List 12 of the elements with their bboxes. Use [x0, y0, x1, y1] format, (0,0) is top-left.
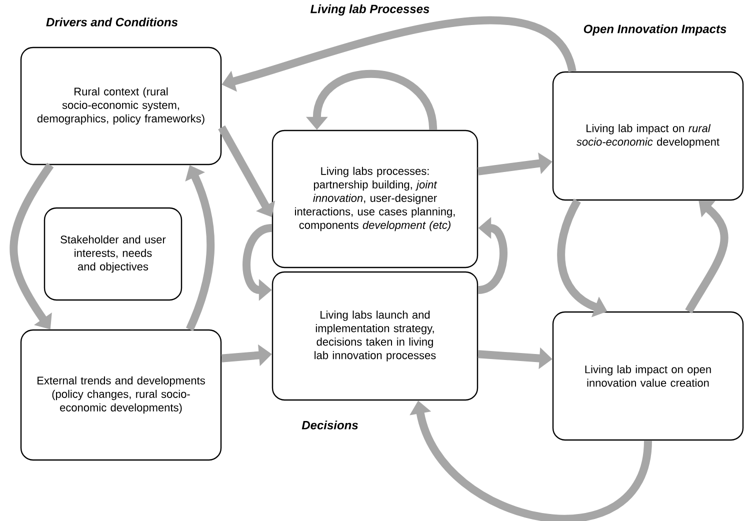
process-box: Rural context (rural socio-economic system, demographics, policy frameworks): [20, 46, 222, 166]
section-heading: Decisions: [300, 420, 360, 430]
process-box: Stakeholder and user interests, needs and objectives: [44, 207, 182, 301]
block-arrow: [685, 200, 728, 314]
section-heading: Drivers and Conditions: [45, 16, 180, 28]
process-box: External trends and developments (policy changes, rural socio-economic developments): [20, 329, 222, 461]
process-box: Living labs launch and implementation strategy, decisions taken in living lab innovation processes: [272, 271, 478, 401]
section-heading: Open Innovation Impacts: [582, 23, 728, 37]
process-box: Living labs processes: partnership building, joint innovation, user-designer interactions, use cases planning, components development (etc): [272, 130, 478, 268]
process-box: Living lab impact on rural socio-economic development: [552, 71, 744, 201]
process-box: Living lab impact on open innovation value creation: [552, 311, 744, 441]
section-heading: Living lab Processes: [309, 3, 431, 17]
